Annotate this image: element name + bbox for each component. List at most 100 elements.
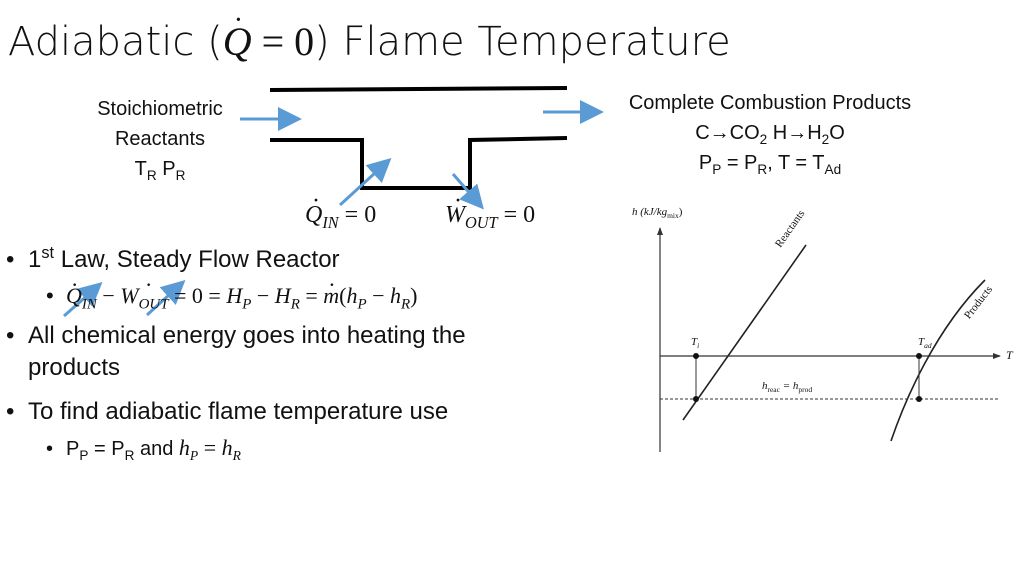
b1-sup: st — [41, 244, 55, 262]
products-label: Complete Combustion Products C→CO2 H→H2O… — [590, 88, 950, 178]
w-out-sym: W — [445, 202, 465, 228]
dot-accent: · — [233, 5, 244, 36]
tr-sub: R — [146, 168, 157, 183]
work-out-arrow — [451, 173, 484, 210]
bullet-energy-equation: •QIN − WOUT = 0 = HP − HR = m·(hP − hR) — [46, 272, 418, 313]
eq-w-sub: OUT — [138, 296, 169, 313]
q-in-label: Q·IN = 0 — [305, 188, 377, 232]
pr-symbol: P — [162, 158, 176, 180]
tad-text: T — [918, 336, 925, 348]
w-out-eq: = 0 — [497, 202, 536, 228]
tad-label: Tad — [918, 336, 932, 351]
reactor-bottom-wall — [270, 136, 568, 190]
eq-q: Q — [66, 283, 82, 308]
ti-axis-point — [693, 353, 699, 359]
b1-pre: 1 — [28, 246, 42, 273]
tr-symbol: T — [134, 158, 147, 180]
eq-h4: h — [390, 283, 402, 308]
title-eq: = 0 — [251, 19, 315, 64]
eq-h1-sub: P — [242, 296, 252, 313]
dot-accent: · — [454, 188, 462, 214]
w-out-label: W·OUT = 0 — [445, 188, 536, 232]
bullet-dot: • — [46, 438, 54, 460]
bullet-pressure-enthalpy: •PP = PR and hP = hR — [46, 434, 241, 463]
w-out-sub: OUT — [465, 212, 498, 232]
eq-q-sub: IN — [81, 296, 97, 313]
eq-q-dot-accent: · — [71, 272, 79, 297]
b3s-and: and — [134, 438, 179, 460]
b3-text: To find adiabatic flame temperature use — [28, 398, 449, 425]
q-in-eq: = 0 — [338, 202, 377, 228]
page-title: Adiabatic (Q· = 0) Flame Temperature — [8, 5, 731, 65]
eq-rest2: = — [299, 283, 324, 308]
b3s-p2-sub: R — [124, 448, 135, 463]
bullet-dot: • — [6, 322, 15, 349]
bullet-dot: • — [6, 398, 15, 425]
y-label-close: ) — [678, 206, 683, 218]
co2-sub: 2 — [759, 132, 768, 147]
ti-text: T — [691, 336, 698, 348]
pp: P — [698, 152, 713, 174]
ti-curve-point — [693, 396, 699, 402]
arrow-c: → — [709, 122, 730, 144]
eq-m2: − — [366, 283, 391, 308]
heq-mid: = h — [779, 380, 799, 392]
graph-y-axis-label: h (kJ/kgmix) — [632, 206, 683, 221]
products-line1: Complete Combustion Products — [628, 92, 912, 114]
title-suffix: ) Flame Temperature — [314, 19, 731, 65]
title-q-symbol: Q — [222, 19, 252, 64]
products-curve — [890, 279, 986, 442]
eq-m1: − — [251, 283, 275, 308]
pr-sub2: R — [757, 162, 768, 177]
b3s-h2: h — [221, 435, 233, 460]
eq-w-dot-accent: · — [145, 272, 153, 297]
q-in-sym: Q — [305, 202, 323, 228]
dot-accent: · — [312, 188, 320, 214]
reactants-state: TR PR — [80, 154, 240, 184]
eq-open: ( — [339, 283, 347, 308]
eq-h3: h — [346, 283, 358, 308]
b3s-eq: = P — [88, 438, 125, 460]
reactants-curve — [682, 244, 807, 421]
reactants-label: Stoichiometric Reactants TR PR — [80, 94, 240, 184]
tad-curve-point — [916, 396, 922, 402]
bullet-adiabatic: • To find adiabatic flame temperature use — [6, 396, 448, 428]
hydrogen: H — [772, 122, 788, 144]
eq-h2-sub: R — [290, 296, 300, 313]
tad-sub: ad — [924, 341, 932, 351]
b3s-eq2: = — [198, 435, 222, 460]
bullet-chemical-energy: •All chemical energy goes into heating t… — [6, 320, 466, 384]
co2: CO — [729, 122, 760, 144]
b3s-p1: P — [66, 438, 80, 460]
h2o-sub: 2 — [821, 132, 830, 147]
eq-mdot: m· — [323, 272, 340, 308]
b2-line2: products — [28, 354, 121, 381]
products-reactions: C→CO2 H→H2O — [590, 118, 950, 148]
strike-w-out-arrow — [145, 279, 186, 317]
w-out-w: W· — [445, 188, 465, 228]
heq-h1: h — [762, 380, 768, 392]
pp-sub: P — [712, 162, 722, 177]
graph-x-axis-label: T — [1006, 348, 1013, 362]
equal-enthalpy-label: hreac = hprod — [762, 380, 812, 395]
eq-m: m — [323, 283, 340, 308]
eq-h1: H — [226, 283, 243, 308]
reactants-line2: Reactants — [114, 128, 206, 150]
t-eq: , T = T — [767, 152, 825, 174]
bullet-dot: • — [6, 246, 15, 273]
y-label-sub: mix — [667, 211, 679, 221]
eq-w: W — [120, 283, 139, 308]
eq-rest1: = 0 = — [168, 283, 227, 308]
eq-h4-sub: R — [401, 296, 411, 313]
y-label-text: h (kJ/kg — [632, 206, 668, 218]
bullet-dot: • — [46, 283, 54, 308]
heq-sub1: reac — [767, 385, 780, 395]
q-in-sub: IN — [322, 212, 339, 232]
b3s-h2-sub: R — [232, 448, 241, 463]
ti-sub: i — [697, 341, 700, 351]
tad-axis-point — [916, 353, 922, 359]
reactants-line1: Stoichiometric — [97, 98, 223, 120]
arrow-h: → — [787, 122, 808, 144]
